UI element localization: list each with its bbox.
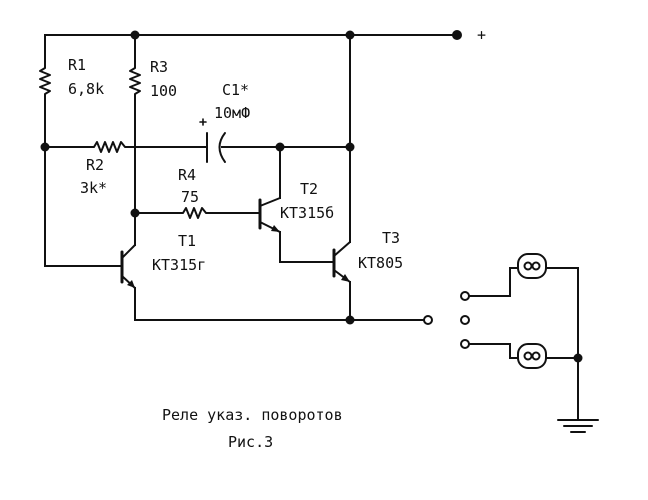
terminal-icon: [452, 30, 462, 40]
t1-value: КТ315г: [152, 256, 206, 274]
resistor-icon: [129, 61, 141, 101]
terminal-icon: [423, 315, 433, 325]
terminal-icon: [460, 339, 470, 349]
t3-ref: T3: [382, 229, 400, 247]
terminal-icon: [460, 315, 470, 325]
t2-value: КТ315б: [280, 204, 334, 222]
transistor-icon: [258, 197, 281, 233]
caption-title: Реле указ. поворотов: [162, 406, 343, 424]
r3-value: 100: [150, 82, 177, 100]
c1-ref: C1*: [222, 81, 249, 99]
r1-value: 6,8k: [68, 80, 104, 98]
r4-ref: R4: [178, 166, 196, 184]
transistor-icon: [120, 244, 136, 289]
resistor-icon: [177, 207, 213, 219]
c1-value: 10мФ: [214, 104, 250, 122]
terminals: [423, 30, 470, 349]
t3-value: КТ805: [358, 254, 403, 272]
ground-icon: [557, 419, 599, 433]
resistor-icon: [39, 61, 51, 101]
r3-ref: R3: [150, 58, 168, 76]
r2-ref: R2: [86, 156, 104, 174]
junctions: [40, 30, 583, 363]
capacitor-icon: [199, 118, 226, 163]
lamp-icon: [517, 253, 547, 279]
lamp-icon: [517, 343, 547, 369]
r4-value: 75: [181, 188, 199, 206]
r1-ref: R1: [68, 56, 86, 74]
terminal-icon: [460, 291, 470, 301]
wires: [44, 34, 579, 421]
caption-figure: Рис.3: [228, 433, 273, 451]
t1-ref: T1: [178, 232, 196, 250]
power-plus-label: +: [477, 26, 486, 44]
r2-value: 3k*: [80, 179, 107, 197]
t2-ref: T2: [300, 180, 318, 198]
resistor-icon: [87, 141, 133, 153]
transistor-icon: [332, 241, 351, 283]
